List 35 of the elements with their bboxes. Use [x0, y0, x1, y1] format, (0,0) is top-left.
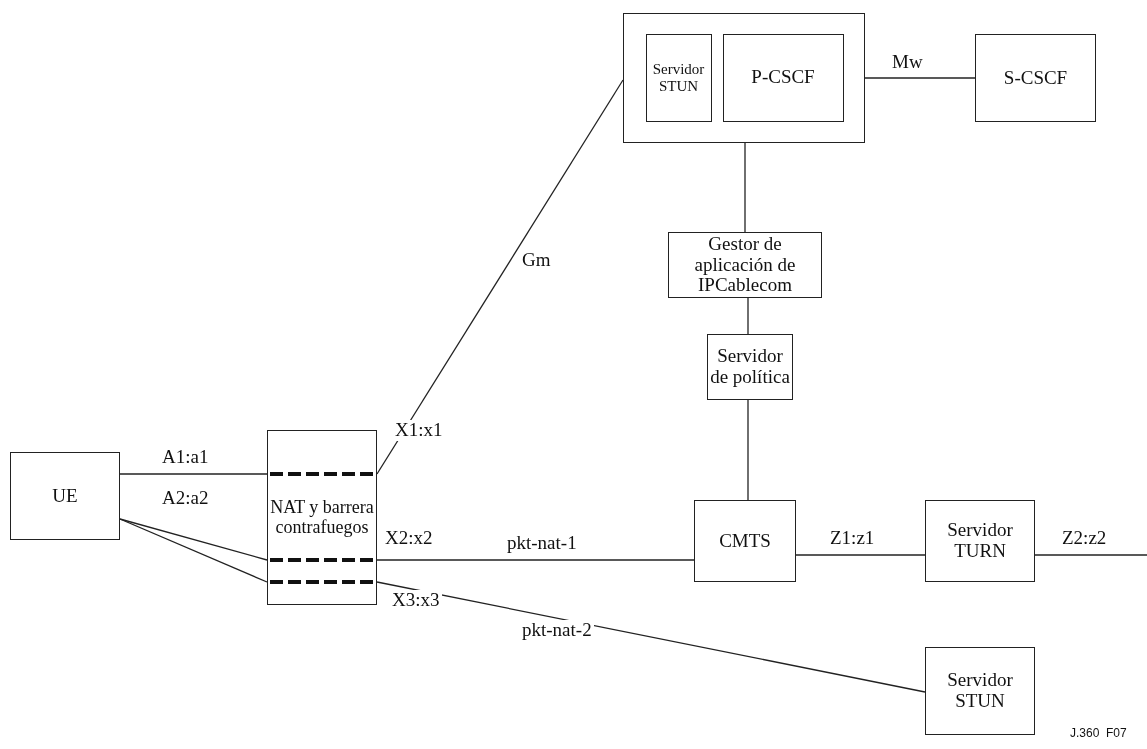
node-box — [645, 33, 712, 122]
node-label: UE — [52, 485, 78, 507]
node-box — [975, 34, 1096, 122]
edge-label: pkt-nat-1 — [505, 533, 579, 554]
connector-line — [119, 518, 268, 583]
connector-line — [744, 142, 746, 233]
node-label: NAT y barrera contrafuegos — [269, 497, 375, 538]
connector-line — [747, 297, 749, 335]
node-label: Servidor TURN — [946, 520, 1014, 562]
edge-label: pkt-nat-2 — [520, 620, 594, 641]
node-box — [925, 647, 1035, 735]
connector-line — [376, 79, 624, 475]
connector-line — [795, 554, 926, 556]
node-label: Servidor de política — [709, 346, 791, 388]
container-box — [623, 13, 865, 143]
port-label: X1:x1 — [393, 420, 445, 441]
node-box — [707, 334, 793, 400]
connector-line — [376, 581, 926, 693]
connector-line — [376, 559, 695, 561]
node-box — [694, 500, 796, 582]
node-box — [722, 33, 844, 122]
node-label: Servidor STUN — [651, 61, 706, 94]
node-label: S-CSCF — [1003, 67, 1068, 89]
node-box — [10, 452, 120, 540]
node-label: Gestor de aplicación de IPCablecom — [693, 233, 797, 297]
node-box — [925, 500, 1035, 582]
connector-line — [1034, 554, 1147, 556]
node-label: CMTS — [719, 530, 771, 552]
node-label: P-CSCF — [751, 67, 815, 88]
node-label: Servidor STUN — [946, 670, 1014, 712]
connector-line — [119, 473, 268, 475]
node-box — [267, 430, 377, 605]
connector-line — [747, 399, 749, 501]
node-box — [668, 232, 822, 298]
connector-line — [864, 77, 976, 79]
